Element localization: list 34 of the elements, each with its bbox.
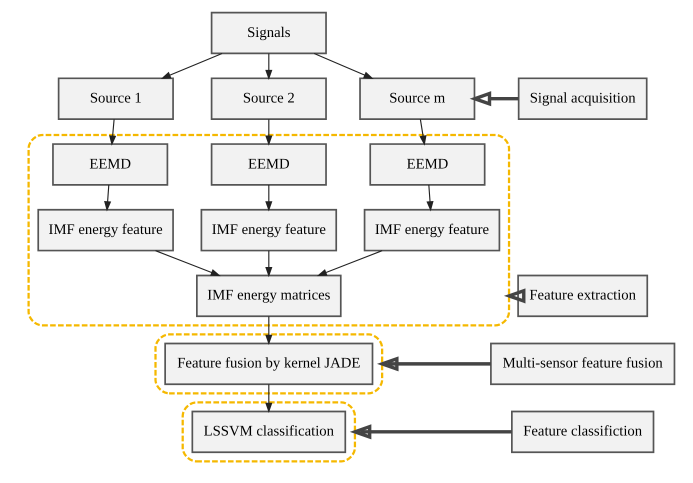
arrow: [503, 288, 525, 304]
arrow: [469, 91, 518, 106]
arrow: [264, 316, 272, 345]
node-box: Source 1: [57, 77, 174, 120]
node-box: Feature classifiction: [510, 410, 654, 454]
node-box: EEMD: [210, 143, 326, 186]
arrow: [349, 424, 512, 440]
node-box: Signal acquisition: [517, 77, 648, 120]
arrow: [104, 184, 111, 212]
node-box: IMF energy feature: [36, 208, 174, 252]
arrow: [160, 53, 222, 79]
arrow: [426, 184, 434, 212]
node-box: Feature fusion by kernel JADE: [164, 342, 373, 386]
node-box: Source m: [358, 77, 475, 120]
node-box: Signals: [210, 12, 326, 54]
node-box: IMF energy feature: [200, 208, 337, 252]
arrow: [264, 384, 272, 413]
arrow: [376, 356, 490, 372]
node-box: IMF energy matrices: [196, 274, 342, 318]
node-box: Multi-sensor feature fusion: [490, 342, 675, 386]
arrow: [316, 250, 382, 276]
arrow: [264, 250, 272, 278]
node-box: Source 2: [210, 77, 326, 120]
node-box: EEMD: [368, 143, 486, 186]
arrow: [108, 119, 116, 146]
arrow: [264, 54, 272, 80]
node-box: LSSVM classification: [190, 410, 346, 454]
arrow: [418, 119, 426, 146]
node-box: IMF energy feature: [363, 208, 500, 252]
node-box: EEMD: [52, 143, 168, 186]
arrow: [313, 53, 374, 80]
arrow: [264, 184, 272, 212]
arrow: [264, 119, 272, 146]
arrow: [154, 250, 220, 276]
